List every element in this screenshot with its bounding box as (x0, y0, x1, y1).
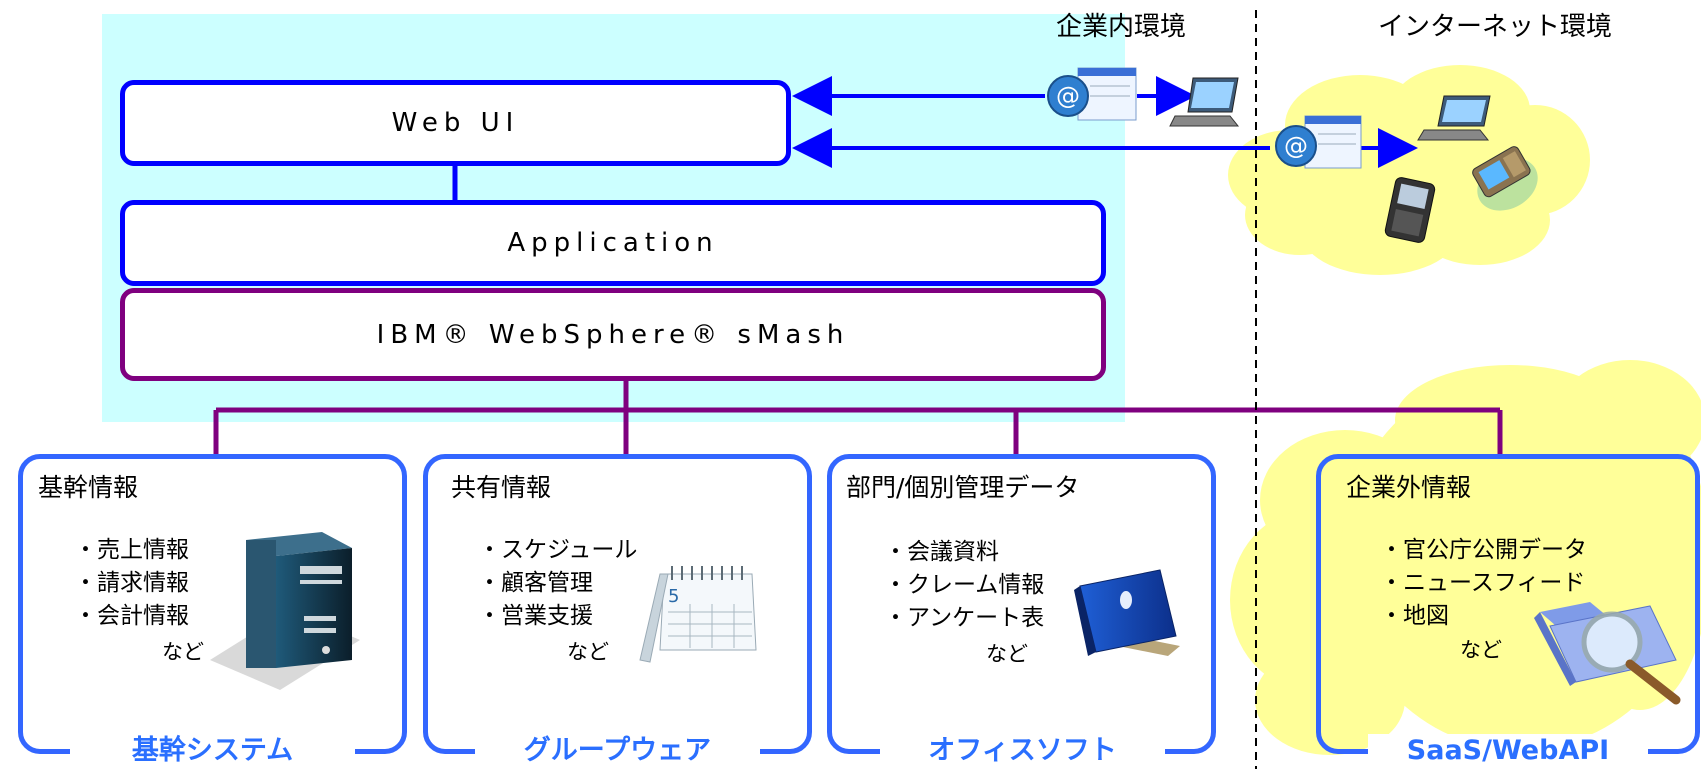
list-item: ・ニュースフィード (1380, 570, 1586, 596)
mail-icon-internal: @ (1047, 67, 1137, 121)
list-item: ・会議資料 (884, 539, 999, 565)
internal-environment-label: 企業内環境 (1056, 12, 1187, 42)
caption-office-software: オフィスソフト (880, 734, 1165, 768)
web-ui-label: Web UI (391, 108, 520, 138)
source-title-external: 企業外情報 (1346, 473, 1472, 502)
application-label: Application (507, 228, 719, 258)
etc-label-core: など (162, 640, 204, 664)
application-layer: Application (120, 200, 1106, 286)
calendar-icon: 5 (639, 566, 757, 663)
source-title-core: 基幹情報 (38, 473, 139, 502)
mail-icon-internet: @ (1275, 115, 1362, 169)
source-title-office: 部門/個別管理データ (846, 473, 1080, 502)
smash-label: IBM® WebSphere® sMash (376, 319, 850, 350)
source-items-external: ・官公庁公開データ ・ニュースフィード ・地図 (1380, 534, 1587, 633)
mobile-phone-icon (1472, 146, 1538, 211)
etc-label-groupware: など (567, 640, 609, 664)
list-item: ・地図 (1380, 603, 1449, 629)
etc-label-office: など (986, 642, 1028, 666)
server-tower-icon (210, 532, 360, 690)
laptop-icon-internet (1417, 95, 1491, 141)
list-item: ・営業支援 (478, 603, 593, 629)
internet-environment-label: インターネット環境 (1378, 12, 1613, 42)
list-item: ・スケジュール (478, 537, 638, 563)
web-ui-layer: Web UI (120, 80, 791, 166)
list-item: ・会計情報 (74, 603, 189, 629)
svg-text:@: @ (1284, 132, 1308, 160)
list-item: ・売上情報 (74, 537, 189, 563)
list-item: ・アンケート表 (884, 605, 1045, 631)
list-item: ・請求情報 (74, 570, 189, 596)
pda-icon (1384, 177, 1436, 243)
list-item: ・クレーム情報 (884, 572, 1045, 598)
smash-layer: IBM® WebSphere® sMash (120, 288, 1106, 381)
internet-cloud-top (1228, 65, 1590, 275)
caption-saas-webapi: SaaS/WebAPI (1368, 734, 1648, 768)
source-items-groupware: ・スケジュール ・顧客管理 ・営業支援 (478, 534, 637, 633)
svg-text:@: @ (1056, 82, 1080, 110)
source-title-groupware: 共有情報 (451, 473, 552, 502)
laptop-icon-internal (1169, 77, 1240, 127)
caption-core-system: 基幹システム (70, 734, 355, 768)
data-bus (213, 381, 1503, 454)
list-item: ・官公庁公開データ (1380, 537, 1587, 563)
list-item: ・顧客管理 (478, 570, 593, 596)
caption-groupware: グループウェア (475, 734, 760, 768)
binder-icon (1074, 569, 1180, 656)
etc-label-external: など (1460, 638, 1502, 662)
folder-search-icon (1534, 602, 1681, 705)
svg-text:5: 5 (668, 586, 679, 607)
source-items-office: ・会議資料 ・クレーム情報 ・アンケート表 (884, 536, 1044, 635)
source-items-core: ・売上情報 ・請求情報 ・会計情報 (74, 534, 189, 633)
